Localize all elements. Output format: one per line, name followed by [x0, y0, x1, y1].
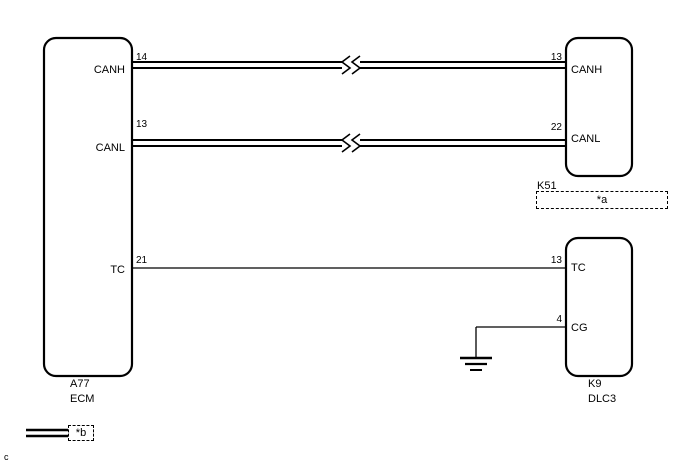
callout-a-box: *a	[536, 191, 668, 209]
k51-pin-canh-terminal: 13	[550, 52, 562, 63]
wire-canh	[132, 55, 566, 75]
k51-code-label: K51	[537, 180, 557, 192]
ecm-pin-canl-label: CANL	[95, 142, 125, 154]
k51-pin-canl-terminal: 22	[550, 122, 562, 133]
block-dlc3	[564, 236, 634, 378]
callout-b-box: *b	[68, 425, 94, 441]
dlc3-name-label: DLC3	[588, 393, 617, 405]
ecm-pin-canh-label: CANH	[93, 64, 125, 76]
dlc3-pin-tc-label: TC	[571, 262, 586, 274]
ecm-name-label: ECM	[70, 393, 95, 405]
ecm-pin-tc-label: TC	[110, 264, 125, 276]
dlc3-pin-cg-terminal: 4	[556, 314, 562, 325]
dlc3-code-label: K9	[588, 378, 602, 390]
k51-pin-canh-label: CANH	[571, 64, 603, 76]
ecm-pin-tc-terminal: 21	[136, 255, 148, 266]
ecm-pin-canh-terminal: 14	[136, 52, 148, 63]
dlc3-pin-cg-label: CG	[571, 322, 588, 334]
ecm-code-label: A77	[70, 378, 90, 390]
ecm-pin-canl-terminal: 13	[136, 119, 148, 130]
block-k51	[564, 36, 634, 178]
block-ecm	[42, 36, 134, 378]
callout-b-text: *b	[75, 427, 87, 439]
footnote-c: c	[4, 452, 9, 462]
wire-cg-ground	[460, 326, 566, 371]
k51-pin-canl-label: CANL	[571, 133, 601, 145]
callout-a-text: *a	[596, 194, 608, 206]
dlc3-pin-tc-terminal: 13	[550, 255, 562, 266]
legend-twisted-pair-sample	[26, 428, 72, 438]
wire-canl	[132, 133, 566, 153]
